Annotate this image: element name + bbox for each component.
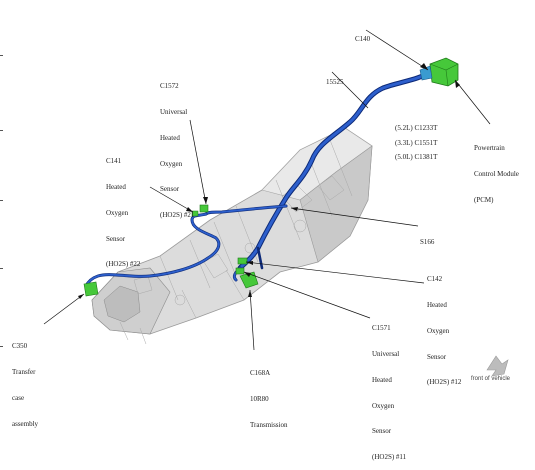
label-line: Sensor (372, 427, 392, 436)
front-of-vehicle-label: front of vehicle (471, 376, 511, 382)
label-line: Sensor (106, 234, 126, 243)
connector-code: C1233T (414, 124, 438, 132)
label-line: Transfer (12, 367, 36, 376)
connector-c142 (237, 257, 248, 265)
connector-code: C1551T (414, 138, 438, 147)
label-line: Heated (160, 133, 180, 142)
label-line: (HO2S) #21 (160, 211, 195, 220)
label-line: (PCM) (474, 195, 494, 204)
connector-c350 (83, 281, 99, 297)
label-line: Universal (372, 349, 400, 358)
label-line: Universal (160, 107, 188, 116)
label-line: (HO2S) #12 (427, 378, 462, 387)
leader-lines (43, 29, 491, 351)
label-line: C140 (355, 35, 371, 44)
engine-size: (5.2L) (395, 124, 413, 132)
edge-tick (0, 200, 3, 201)
label-line: C142 (427, 275, 443, 284)
label-line: Heated (106, 182, 126, 191)
label-line: 15525 (326, 78, 344, 87)
label-line: Transmission (250, 420, 288, 429)
label-c142: C142 Heated Oxygen Sensor (HO2S) #12 (427, 258, 461, 396)
label-c1571: C1571 Universal Heated Oxygen Sensor (HO… (372, 307, 406, 470)
label-line: S166 (420, 238, 435, 247)
wiring-diagram (43, 29, 509, 377)
arrowheads (78, 63, 460, 299)
label-line: Powertrain (474, 144, 505, 153)
connector-c1572 (199, 204, 209, 213)
label-line: C350 (12, 342, 28, 351)
edge-tick (0, 55, 3, 56)
label-line: C168A (250, 369, 271, 378)
label-c1572: C1572 Universal Heated Oxygen Sensor (HO… (160, 65, 194, 228)
label-line: Oxygen (106, 208, 129, 217)
label-line: (HO2S) #11 (372, 453, 407, 462)
label-line: assembly (12, 419, 39, 428)
label-pcm: Powertrain Control Module (PCM) (474, 127, 519, 213)
pcm-code-row: (5.2L) C1233T (395, 121, 437, 136)
label-line: case (12, 393, 25, 402)
pcm-code-row: (3.3L) C1551T (395, 136, 437, 151)
label-line: Heated (427, 300, 447, 309)
connector-c141 (191, 210, 199, 217)
wire-harness-15525 (84, 68, 434, 288)
label-line: C141 (106, 157, 122, 166)
label-c141: C141 Heated Oxygen Sensor (HO2S) #22 (106, 140, 140, 278)
engine-size: (5.0L) (395, 153, 413, 161)
label-line: Oxygen (372, 401, 395, 410)
label-line: Oxygen (427, 326, 450, 335)
label-line: Sensor (160, 185, 180, 194)
pcm-code-row: (5.0L) C1381T (395, 150, 437, 165)
edge-tick (0, 268, 3, 269)
label-c168a: C168A 10R80 Transmission (250, 352, 287, 438)
label-harness-15525: 15525 (326, 61, 344, 95)
label-line: C1571 (372, 324, 391, 333)
connector-pcm (419, 57, 459, 87)
label-line: Sensor (427, 352, 447, 361)
edge-tick (0, 130, 3, 131)
label-line: 10R80 (250, 394, 269, 403)
label-line: Heated (372, 375, 392, 384)
connector-c1571 (235, 267, 245, 275)
connector-code: C1381T (414, 153, 438, 161)
engine-size: (3.3L) (395, 138, 413, 147)
label-c350: C350 Transfer case assembly (12, 325, 38, 437)
edge-tick (0, 346, 3, 347)
label-line: Oxygen (160, 159, 183, 168)
pcm-connector-codes: (5.2L) C1233T (3.3L) C1551T (5.0L) C1381… (395, 121, 437, 165)
label-c140: C140 (355, 18, 370, 52)
label-line: Control Module (474, 169, 519, 178)
label-line: C1572 (160, 82, 179, 91)
label-s166: S166 (420, 221, 434, 255)
label-line: (HO2S) #22 (106, 260, 141, 269)
front-of-vehicle-arrow-icon (486, 355, 509, 377)
